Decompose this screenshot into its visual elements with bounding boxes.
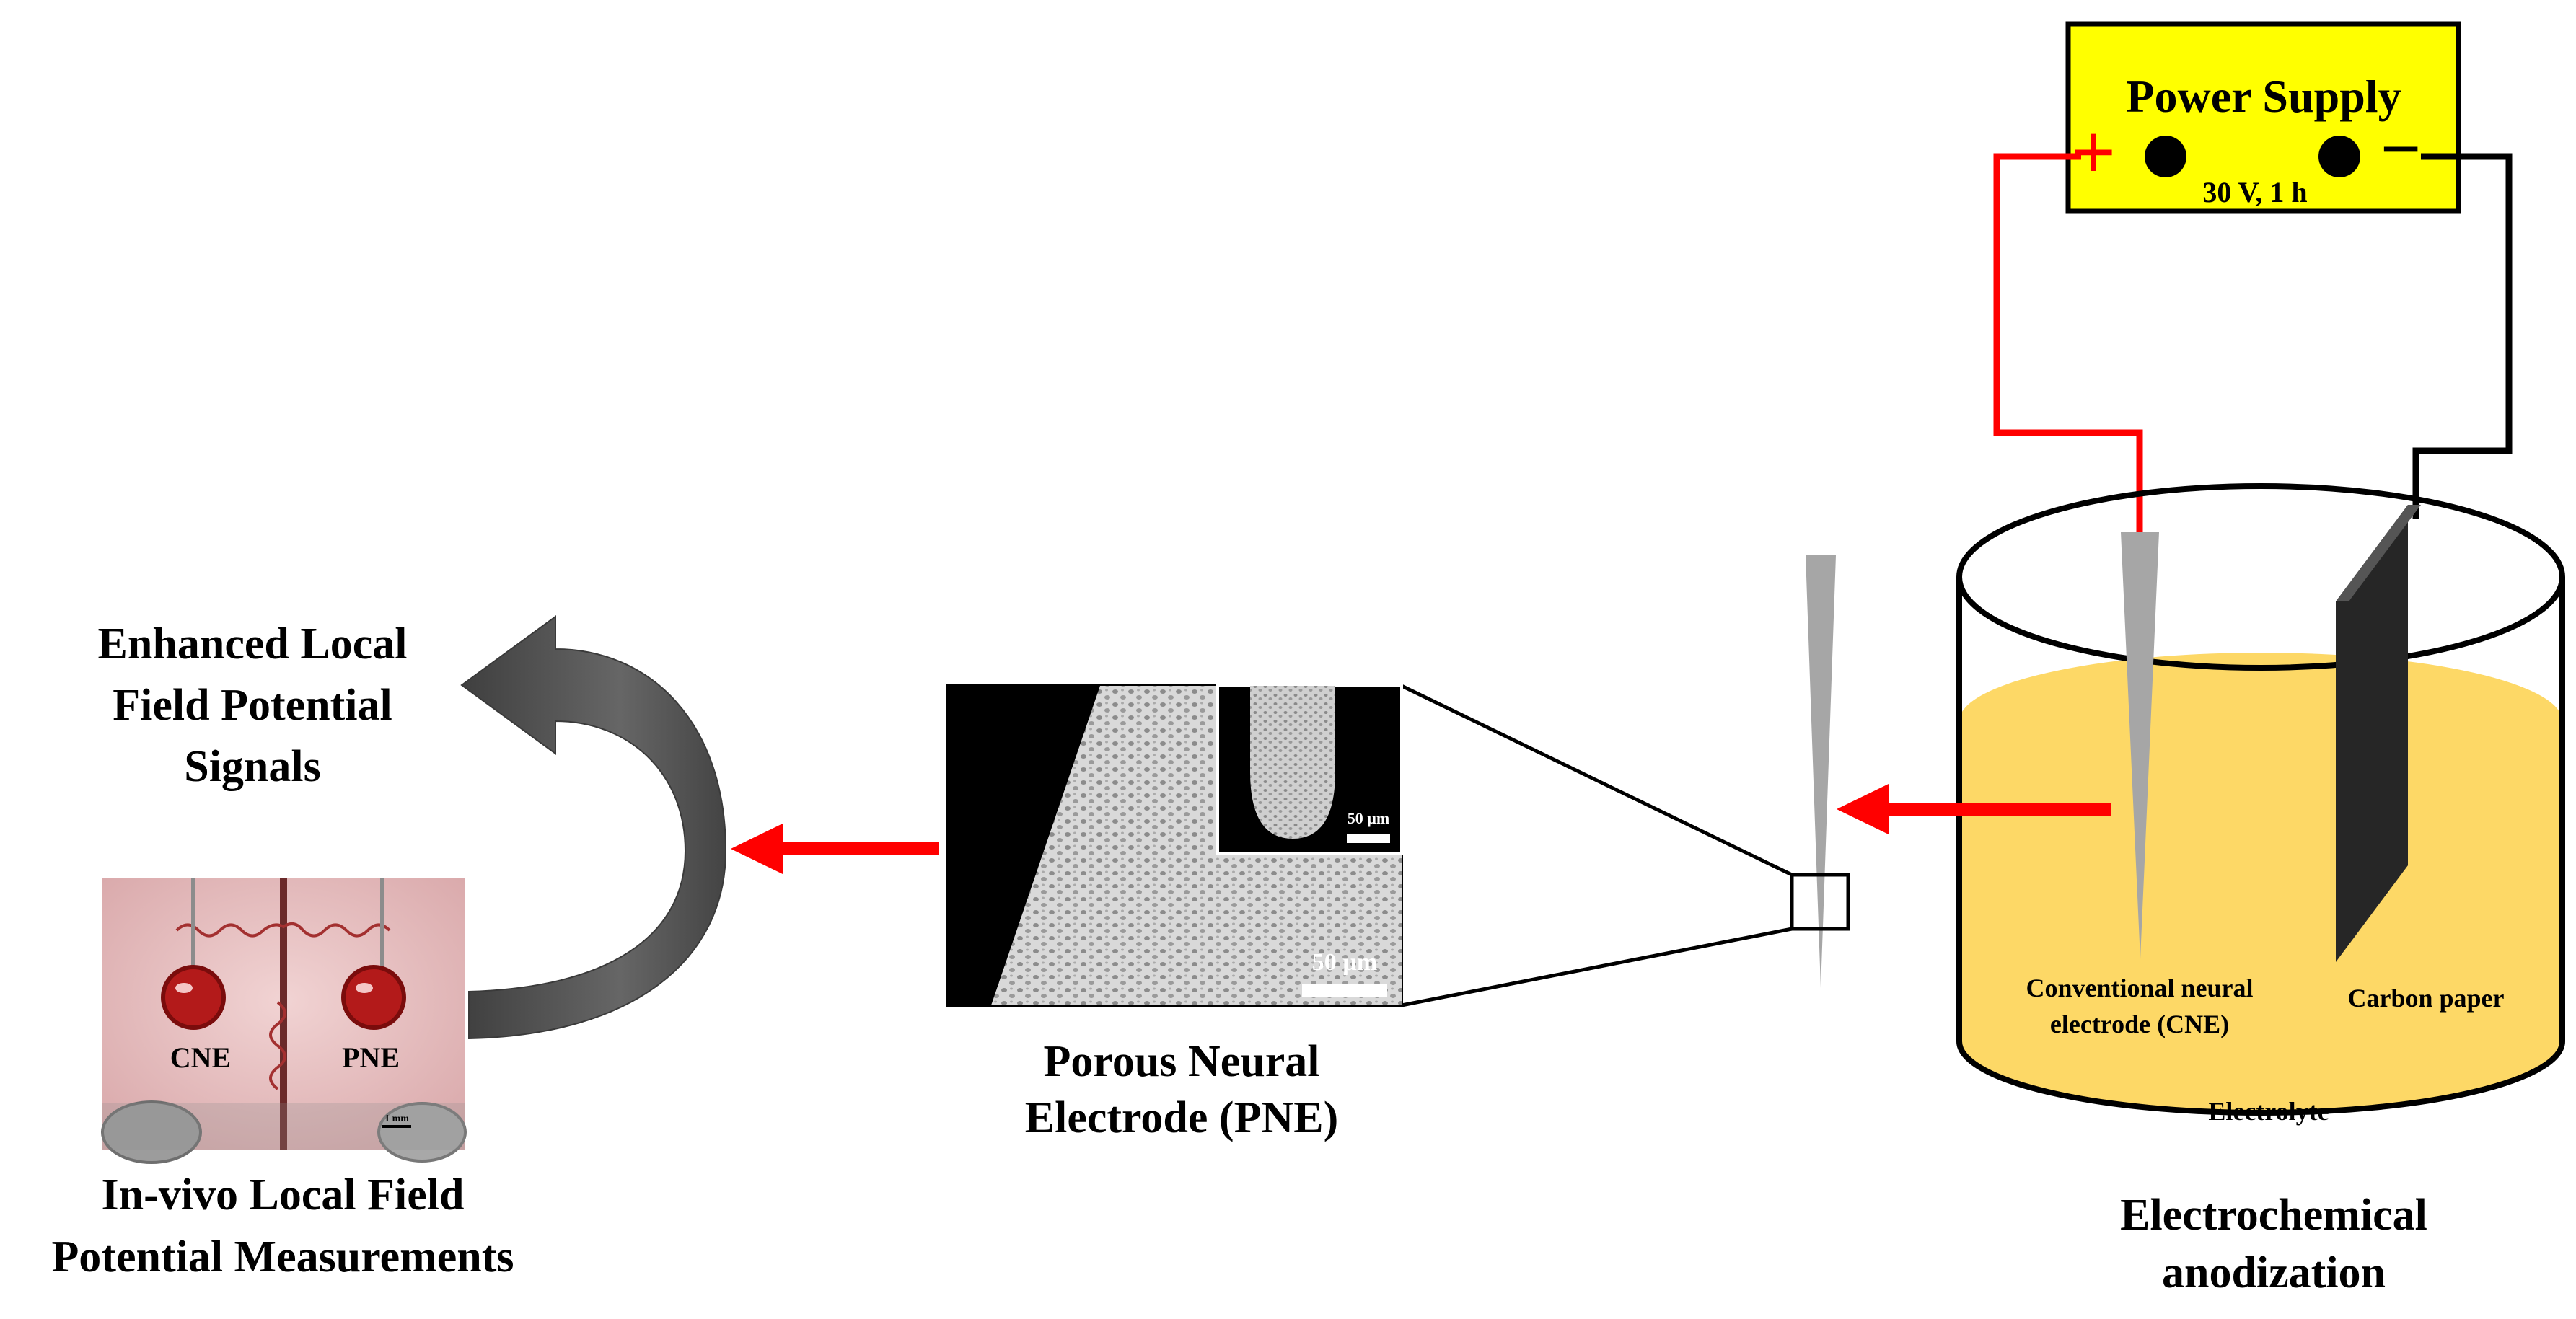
cne-label-line1: Conventional neural — [2026, 974, 2253, 1002]
pne-site — [341, 965, 406, 1030]
suture-line — [175, 922, 391, 938]
pne-site-highlight — [356, 983, 373, 993]
cne-site — [161, 965, 226, 1030]
carbon-paper-electrode — [2336, 505, 2408, 962]
photo-cne-label: CNE — [170, 1041, 231, 1074]
screw-left — [101, 1100, 202, 1164]
in-vivo-caption-line1: In-vivo Local Field — [102, 1170, 465, 1219]
power-supply-title: Power Supply — [2126, 71, 2401, 122]
result-caption-line2: Field Potential — [113, 681, 392, 730]
positive-wire — [1993, 153, 2143, 532]
negative-wire — [2412, 153, 2513, 519]
sem-image: 50 µm 50 µm — [946, 684, 1403, 1007]
negative-terminal — [2318, 136, 2360, 177]
porous-electrode-needle — [1806, 555, 1836, 988]
suture-line-lower — [269, 1001, 286, 1090]
arrow-to-pne-needle — [1837, 784, 2111, 834]
sem-scale-text: 50 µm — [1312, 949, 1377, 976]
electrolyte-label: Electrolyte — [2208, 1097, 2329, 1126]
photo-scale-text: 1 mm — [384, 1113, 409, 1124]
positive-terminal — [2145, 136, 2186, 177]
cne-label-line2: electrode (CNE) — [2050, 1010, 2229, 1038]
electrolyte — [1959, 653, 2562, 1113]
photo-scale-bar — [382, 1125, 411, 1128]
power-supply-setting: 30 V, 1 h — [2202, 176, 2307, 208]
sem-inset-tip — [1250, 686, 1335, 839]
arrow-to-in-vivo — [731, 824, 939, 874]
anodization-caption-line1: Electrochemical — [2120, 1191, 2427, 1240]
zoom-line-top — [1400, 684, 1793, 877]
pne-caption-line1: Porous Neural — [1044, 1037, 1320, 1086]
photo-pne-label: PNE — [342, 1041, 400, 1074]
curved-arrow — [460, 615, 727, 1040]
result-caption-line3: Signals — [184, 742, 321, 791]
power-supply-box — [2065, 21, 2461, 214]
beaker-wall — [1956, 577, 2565, 1116]
cne-site-highlight — [175, 983, 193, 993]
beaker-rim — [1956, 483, 2565, 671]
anodization-cell: Conventional neural electrode (CNE) Carb… — [1956, 483, 2565, 1297]
result-caption-line1: Enhanced Local — [98, 619, 408, 669]
power-supply: Power Supply 30 V, 1 h + − — [2065, 21, 2461, 214]
sem-scale-bar — [1302, 984, 1387, 997]
screw-right — [377, 1102, 467, 1163]
carbon-paper-label: Carbon paper — [2347, 984, 2504, 1013]
carbon-paper-edge — [2336, 505, 2421, 601]
in-vivo-caption-line2: Potential Measurements — [51, 1232, 514, 1281]
in-vivo-photo: CNE PNE 1 mm — [101, 878, 467, 1164]
anodization-caption-line2: anodization — [2162, 1248, 2386, 1297]
negative-sign: − — [2381, 109, 2422, 189]
zoom-line-bottom — [1401, 927, 1793, 1007]
positive-sign: + — [2071, 108, 2116, 196]
sem-inset-scale-text: 50 µm — [1348, 809, 1390, 827]
conventional-neural-electrode — [2121, 532, 2159, 959]
magnification-box — [1790, 873, 1850, 931]
pne-caption-line2: Electrode (PNE) — [1025, 1093, 1338, 1142]
sem-inset-scale-bar — [1347, 834, 1390, 843]
